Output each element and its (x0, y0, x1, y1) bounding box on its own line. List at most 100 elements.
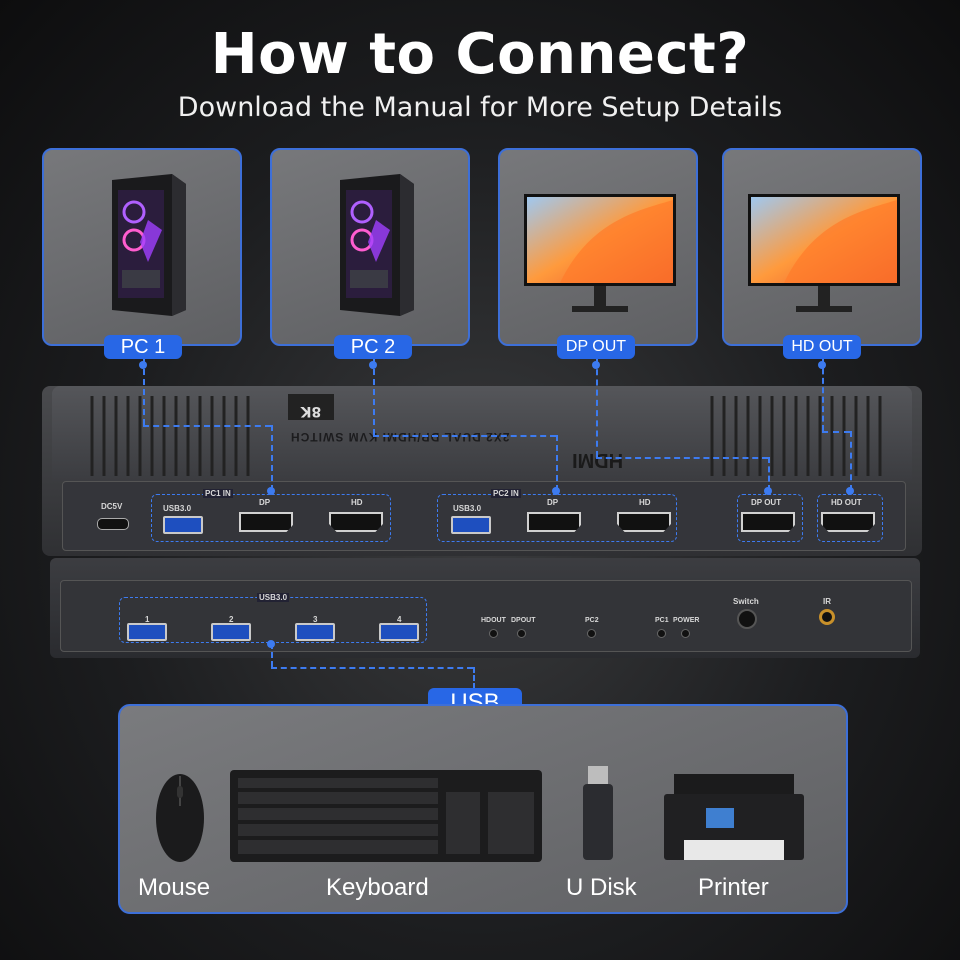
ir-receiver (819, 609, 835, 625)
pc2-card (270, 148, 470, 346)
printer-icon (664, 774, 804, 860)
led-power (681, 629, 690, 638)
led-pc1-label: PC1 (655, 617, 669, 624)
connector-pc1-h (143, 425, 271, 427)
connector-pc2 (373, 359, 375, 435)
led-pc2 (587, 629, 596, 638)
connector-usb-v1 (271, 643, 273, 667)
connector-usb-v2 (473, 667, 475, 689)
connector-hd-v (850, 431, 852, 491)
connector-dp (596, 359, 598, 457)
peripheral-label-keyboard: Keyboard (326, 874, 429, 901)
switch-model-text: 2X2 DUAL DP/HDMI KVM SWITCH (290, 430, 510, 444)
pc1-in-tag: PC1 IN (203, 489, 233, 498)
switch-button-label: Switch (733, 597, 759, 606)
dp-out-port-group (737, 494, 803, 542)
connector-dot (818, 361, 826, 369)
connector-pc1 (143, 359, 145, 425)
dp-out-label: DP OUT (751, 498, 782, 507)
hub-front-panel: USB3.0 1 2 3 4 HDOUT DPOUT PC2 PC1 POWER… (60, 580, 912, 652)
hd-out-label: HD OUT (831, 498, 862, 507)
usb-hub-tag: USB3.0 (257, 593, 290, 602)
pc2-hd-port[interactable] (617, 512, 671, 532)
monitor-icon (748, 194, 900, 312)
page-subtitle: Download the Manual for More Setup Detai… (177, 92, 783, 123)
switch-front-panel: DC5V PC1 IN USB3.0 DP HD PC2 IN USB3.0 D… (62, 481, 906, 551)
led-power-label: POWER (673, 617, 700, 624)
usb-port-3-label: 3 (313, 615, 318, 624)
connector-dot (139, 361, 147, 369)
usb-port-4-label: 4 (397, 615, 402, 624)
connector-dp-h (596, 457, 768, 459)
pc-tower-icon (112, 174, 186, 316)
pc1-usb-port[interactable] (163, 516, 203, 534)
usb-port-2[interactable] (211, 623, 251, 641)
page-title: How to Connect? (210, 22, 750, 87)
connector-dot (592, 361, 600, 369)
pc2-usb-label: USB3.0 (453, 504, 482, 513)
pc2-in-tag: PC2 IN (491, 489, 521, 498)
pc1-dp-label: DP (259, 498, 271, 507)
pc1-usb-label: USB3.0 (163, 504, 192, 513)
hd-out-card (722, 148, 922, 346)
hd-out-port[interactable] (821, 512, 875, 532)
kvm-switch: 2X2 DUAL DP/HDMI KVM SWITCH 8K HDMI DC5V… (42, 386, 922, 556)
peripheral-label-udisk: U Disk (566, 874, 637, 901)
pc1-hd-port[interactable] (329, 512, 383, 532)
led-hdout (489, 629, 498, 638)
connector-pc2-h (373, 435, 556, 437)
dp-out-port[interactable] (741, 512, 795, 532)
usb-port-4[interactable] (379, 623, 419, 641)
connector-dot (552, 487, 560, 495)
connector-dot (369, 361, 377, 369)
switch-button[interactable] (737, 609, 757, 629)
usb-port-1-label: 1 (145, 615, 150, 624)
badge-8k-text: 8K (300, 403, 322, 419)
tag-pc2: PC 2 (334, 335, 412, 359)
dc5v-label: DC5V (101, 502, 123, 511)
usb-port-2-label: 2 (229, 615, 234, 624)
badge-8k: 8K (288, 394, 334, 420)
connector-pc2-v (556, 435, 558, 491)
connector-dot (267, 487, 275, 495)
tag-dp-out: DP OUT (557, 335, 635, 359)
dp-out-card (498, 148, 698, 346)
led-pc2-label: PC2 (585, 617, 599, 624)
heat-fins (90, 396, 882, 476)
pc2-hd-label: HD (639, 498, 651, 507)
led-dpout (517, 629, 526, 638)
pc2-dp-label: DP (547, 498, 559, 507)
peripheral-label-printer: Printer (698, 874, 769, 901)
connector-usb-h (271, 667, 473, 669)
connector-hd (822, 359, 824, 431)
led-pc1 (657, 629, 666, 638)
led-dpout-label: DPOUT (511, 617, 536, 624)
pc2-dp-port[interactable] (527, 512, 581, 532)
kvm-usb-hub-unit: USB3.0 1 2 3 4 HDOUT DPOUT PC2 PC1 POWER… (50, 558, 920, 658)
pc-tower-icon (340, 174, 414, 316)
usb-port-3[interactable] (295, 623, 335, 641)
keyboard-icon (230, 770, 542, 862)
pc1-card (42, 148, 242, 346)
pc1-dp-port[interactable] (239, 512, 293, 532)
usb-port-1[interactable] (127, 623, 167, 641)
connector-dot (267, 640, 275, 648)
peripheral-label-mouse: Mouse (138, 874, 211, 901)
connector-dp-v (768, 457, 770, 491)
connector-pc1-v (271, 425, 273, 491)
mouse-icon (156, 774, 204, 862)
pc2-usb-port[interactable] (451, 516, 491, 534)
connector-dot (764, 487, 772, 495)
switch-top-surface: 2X2 DUAL DP/HDMI KVM SWITCH 8K HDMI (52, 386, 912, 481)
peripherals-card: Mouse Keyboard U Disk Printer (118, 704, 848, 914)
usb-drive-icon (583, 766, 613, 860)
led-hdout-label: HDOUT (481, 617, 506, 624)
connector-hd-h (822, 431, 850, 433)
tag-pc1: PC 1 (104, 335, 182, 359)
pc1-hd-label: HD (351, 498, 363, 507)
tag-hd-out: HD OUT (783, 335, 861, 359)
dc-power-port[interactable] (97, 518, 129, 530)
connector-dot (846, 487, 854, 495)
monitor-icon (524, 194, 676, 312)
ir-label: IR (823, 597, 831, 606)
